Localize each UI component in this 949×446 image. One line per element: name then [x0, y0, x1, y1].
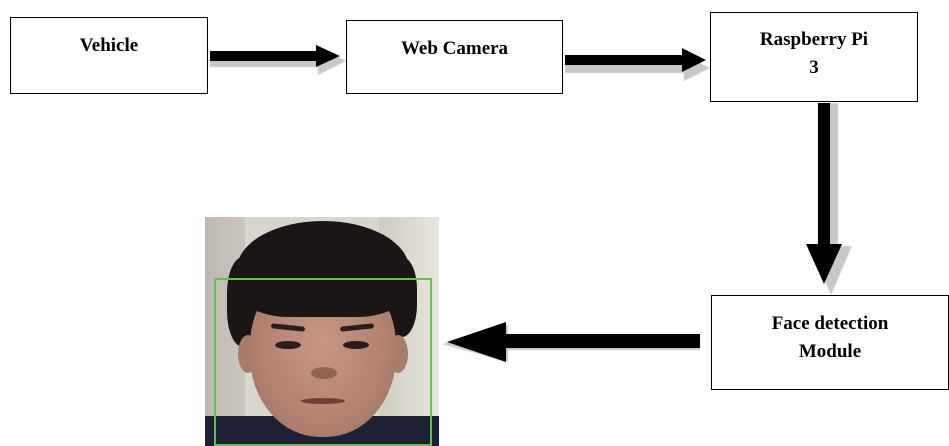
web-camera-node: Web Camera — [346, 20, 563, 94]
web-camera-label: Web Camera — [400, 38, 509, 59]
photo-mouth — [301, 398, 345, 404]
raspberry-pi-label: Raspberry Pi 3 — [759, 29, 869, 78]
arrow-face-detection-to-photo — [442, 322, 700, 362]
arrow-vehicle-to-camera — [210, 45, 346, 75]
arrow-pi-to-face-detection — [806, 103, 852, 295]
photo-eye-left — [275, 341, 301, 349]
face-detection-node: Face detection Module — [711, 295, 949, 390]
photo-nose — [311, 367, 337, 379]
vehicle-label: Vehicle — [79, 35, 139, 56]
photo-hair — [237, 221, 409, 317]
photo-eye-right — [343, 341, 369, 349]
face-detection-bounding-box — [214, 278, 432, 446]
face-detection-label: Face detection Module — [771, 313, 889, 362]
arrow-camera-to-pi — [565, 48, 710, 81]
raspberry-pi-node: Raspberry Pi 3 — [710, 12, 918, 102]
detected-face-photo — [205, 217, 439, 446]
vehicle-node: Vehicle — [10, 17, 208, 94]
